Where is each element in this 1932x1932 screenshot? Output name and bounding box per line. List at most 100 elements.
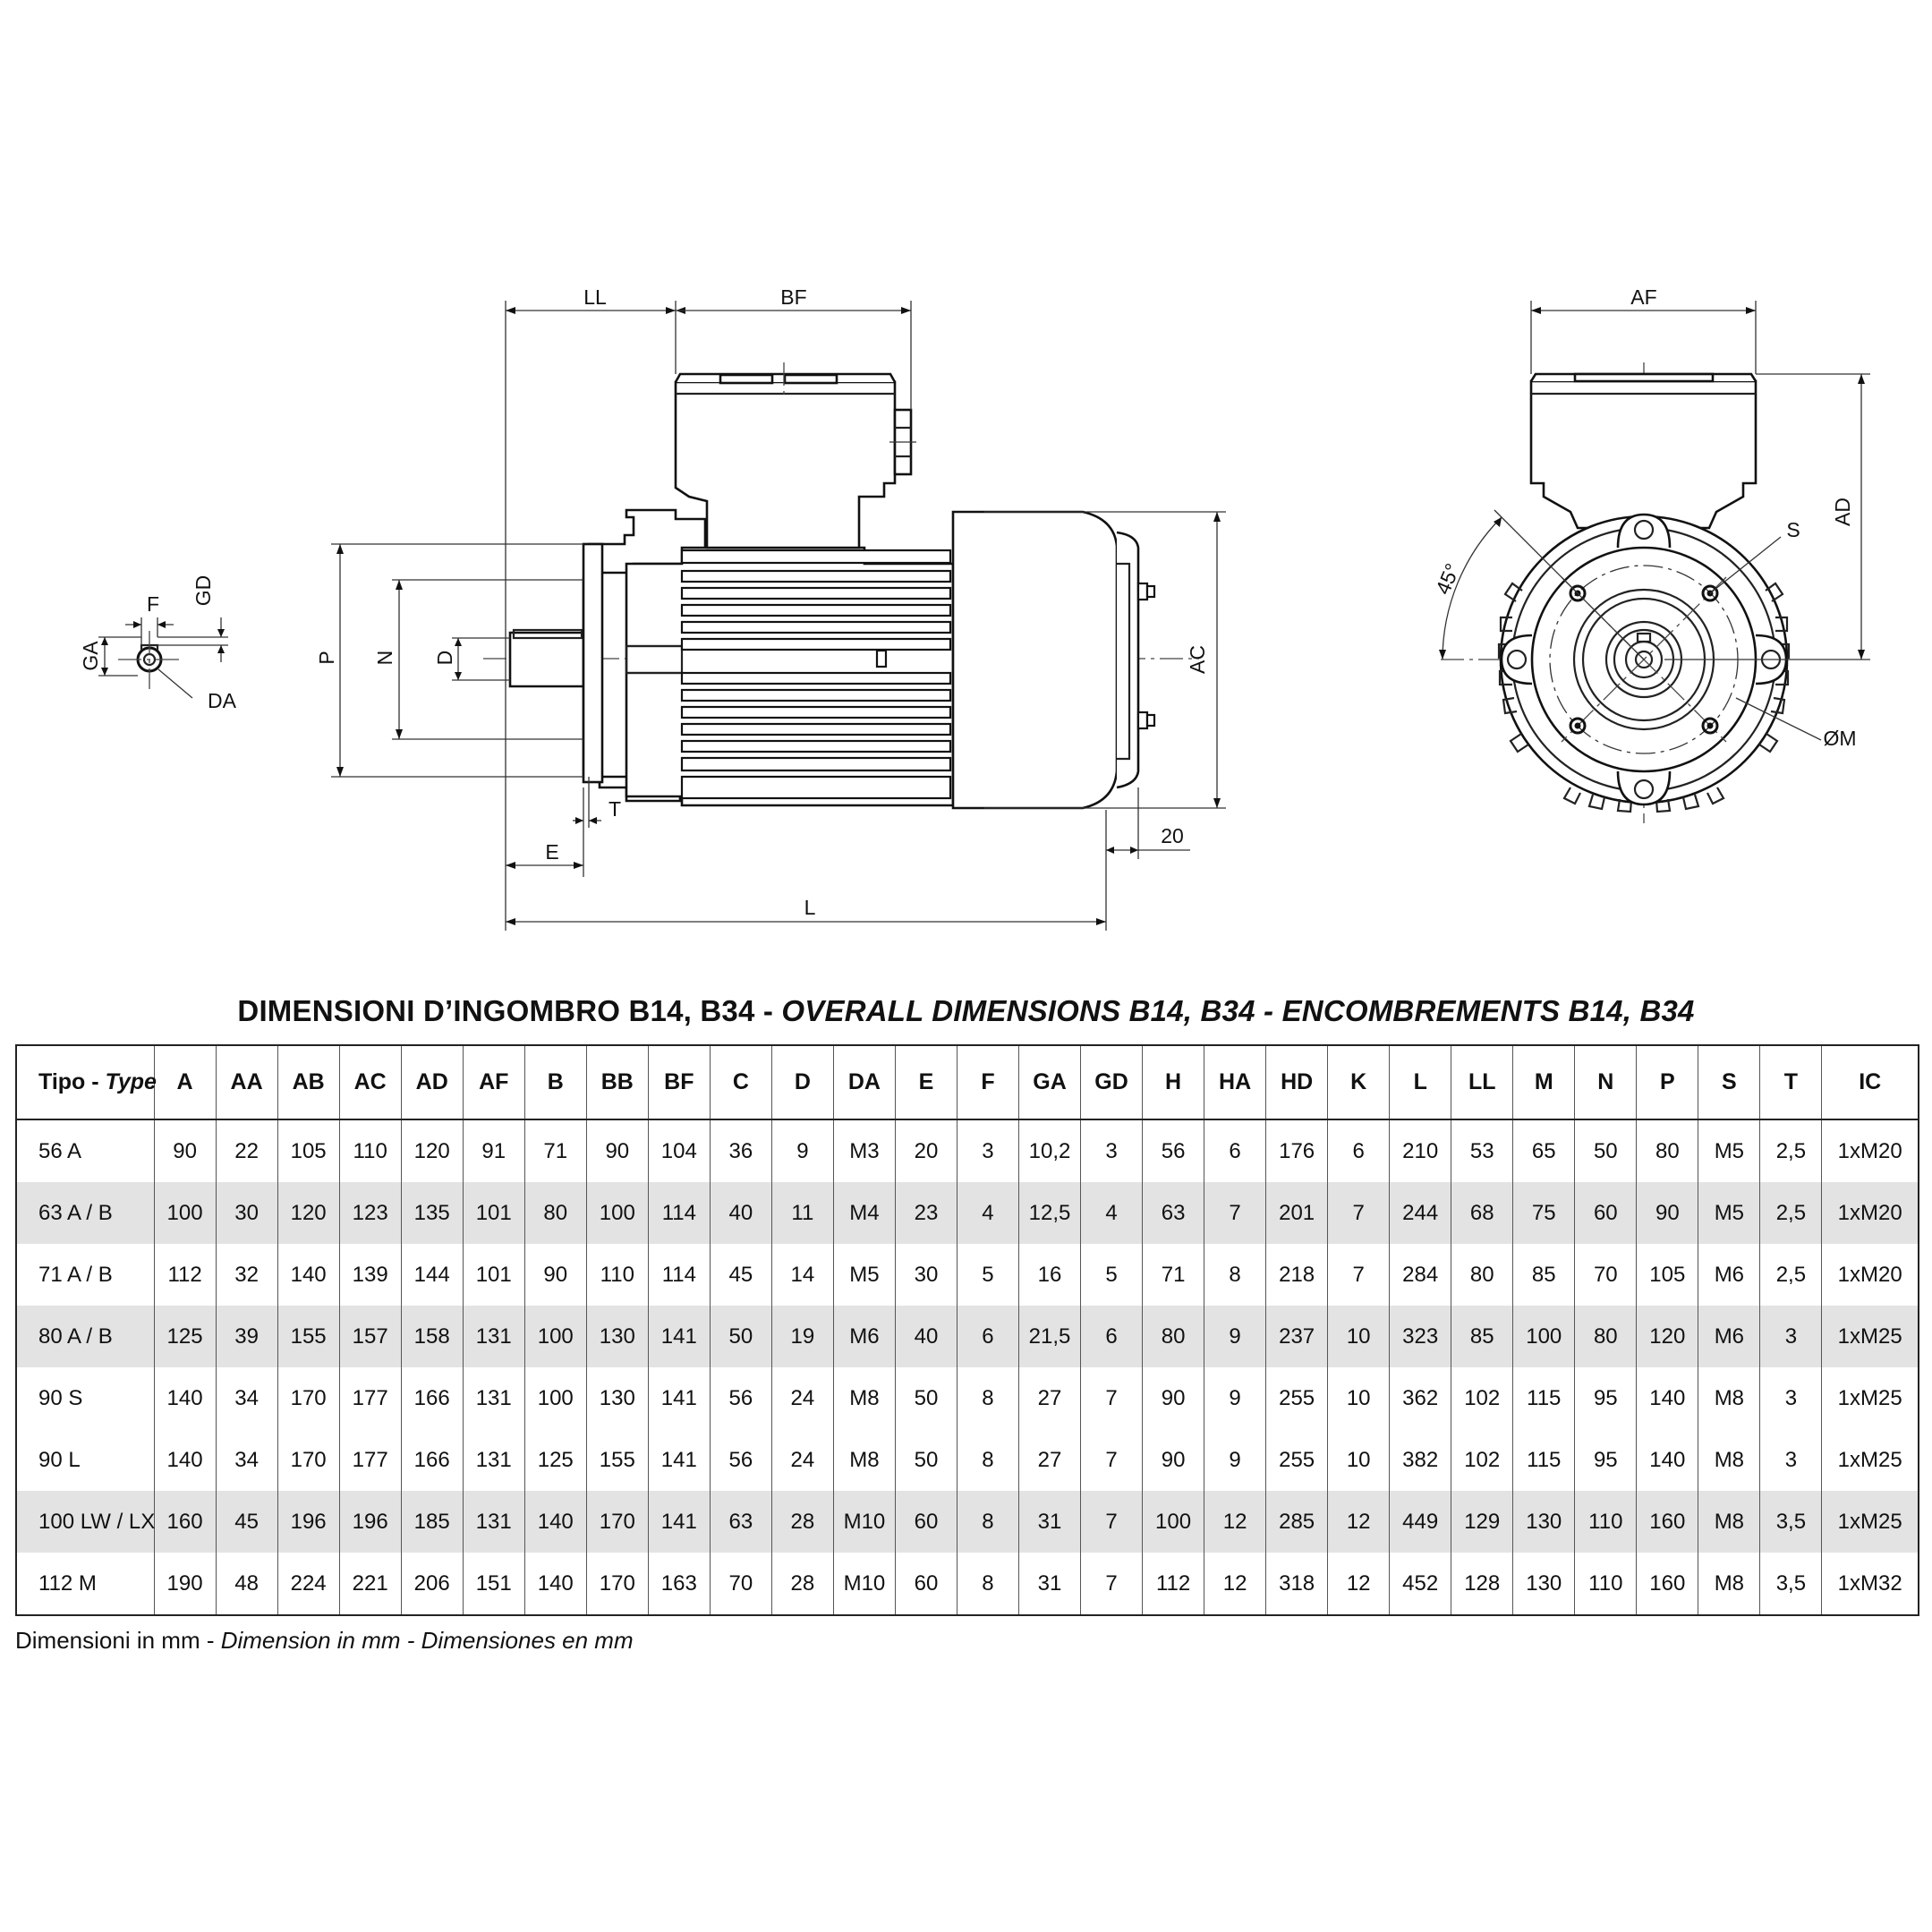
footnote-italian: Dimensioni in mm -: [15, 1627, 221, 1654]
cell-type: 80 A / B: [15, 1306, 155, 1367]
cell-h: 80: [1142, 1306, 1204, 1367]
cell-type: 90 S: [15, 1367, 155, 1429]
cell-e: 60: [894, 1553, 957, 1615]
cell-aa: 30: [215, 1182, 278, 1244]
cell-aa: 34: [215, 1429, 278, 1491]
cell-ab: 196: [277, 1491, 340, 1553]
cell-ac: 110: [338, 1119, 402, 1182]
cell-ll: 102: [1451, 1367, 1513, 1429]
cell-aa: 34: [215, 1367, 278, 1429]
cell-ac: 177: [338, 1367, 402, 1429]
header-aa: AA: [215, 1045, 278, 1120]
cell-af: 151: [462, 1553, 525, 1615]
cell-ga: 31: [1017, 1491, 1081, 1553]
cell-e: 50: [894, 1367, 957, 1429]
header-da: DA: [832, 1045, 896, 1120]
header-type: Tipo - Type: [15, 1045, 157, 1120]
cell-c: 45: [709, 1244, 772, 1306]
footnote-translations: Dimension in mm - Dimensiones en mm: [220, 1627, 634, 1654]
cell-ll: 129: [1451, 1491, 1513, 1553]
cell-ab: 224: [277, 1553, 340, 1615]
cell-ad: 166: [400, 1429, 464, 1491]
cell-p: 140: [1636, 1429, 1698, 1491]
cell-ac: 196: [338, 1491, 402, 1553]
cell-bb: 170: [585, 1491, 649, 1553]
label-n: N: [373, 651, 396, 666]
cell-ga: 27: [1017, 1429, 1081, 1491]
cell-t: 3,5: [1759, 1553, 1822, 1615]
cell-n: 70: [1574, 1244, 1637, 1306]
cell-l: 382: [1389, 1429, 1451, 1491]
cell-h: 90: [1142, 1367, 1204, 1429]
motor-side-view: LL BF L E T 20 AC: [315, 285, 1226, 931]
cell-gd: 7: [1080, 1553, 1143, 1615]
cell-a: 190: [153, 1553, 217, 1615]
header-n: N: [1574, 1045, 1637, 1120]
label-ga: GA: [79, 641, 102, 671]
cell-a: 160: [153, 1491, 217, 1553]
cell-t: 3: [1759, 1306, 1822, 1367]
cell-ac: 123: [338, 1182, 402, 1244]
cell-m: 85: [1512, 1244, 1575, 1306]
cell-ad: 158: [400, 1306, 464, 1367]
cell-ga: 12,5: [1017, 1182, 1081, 1244]
cell-ga: 31: [1017, 1553, 1081, 1615]
cell-aa: 39: [215, 1306, 278, 1367]
cell-da: M4: [832, 1182, 896, 1244]
cell-c: 56: [709, 1367, 772, 1429]
cell-d: 19: [770, 1306, 834, 1367]
cell-bf: 141: [647, 1367, 711, 1429]
cell-m: 65: [1512, 1119, 1575, 1182]
cell-da: M6: [832, 1306, 896, 1367]
cell-c: 36: [709, 1119, 772, 1182]
cell-bf: 141: [647, 1306, 711, 1367]
cell-n: 80: [1574, 1306, 1637, 1367]
label-t: T: [609, 797, 621, 821]
cell-b: 100: [523, 1306, 587, 1367]
label-da: DA: [208, 689, 237, 712]
cell-n: 50: [1574, 1119, 1637, 1182]
label-45-degrees: 45°: [1431, 560, 1465, 598]
cell-hd: 255: [1265, 1367, 1328, 1429]
cell-ac: 221: [338, 1553, 402, 1615]
cell-gd: 7: [1080, 1429, 1143, 1491]
cell-f: 6: [956, 1306, 1019, 1367]
cell-m: 130: [1512, 1491, 1575, 1553]
cell-s: M8: [1698, 1553, 1760, 1615]
cell-da: M3: [832, 1119, 896, 1182]
cell-af: 131: [462, 1367, 525, 1429]
cell-ll: 53: [1451, 1119, 1513, 1182]
header-k: K: [1327, 1045, 1390, 1120]
cell-d: 24: [770, 1429, 834, 1491]
cell-hd: 255: [1265, 1429, 1328, 1491]
cell-da: M10: [832, 1491, 896, 1553]
cell-af: 131: [462, 1491, 525, 1553]
cell-type: 71 A / B: [15, 1244, 155, 1306]
cell-f: 8: [956, 1367, 1019, 1429]
cell-gd: 3: [1080, 1119, 1143, 1182]
cell-e: 60: [894, 1491, 957, 1553]
cell-ic: 1xM20: [1821, 1244, 1919, 1306]
cell-hd: 318: [1265, 1553, 1328, 1615]
footnote: Dimensioni in mm - Dimension in mm - Dim…: [15, 1627, 634, 1655]
cell-ha: 9: [1204, 1429, 1266, 1491]
cell-f: 5: [956, 1244, 1019, 1306]
header-t: T: [1759, 1045, 1822, 1120]
cell-ad: 135: [400, 1182, 464, 1244]
cell-ic: 1xM25: [1821, 1306, 1919, 1367]
motor-front-view: AF AD 45° S ØM: [1431, 285, 1870, 823]
cell-ll: 128: [1451, 1553, 1513, 1615]
cell-c: 70: [709, 1553, 772, 1615]
cell-da: M8: [832, 1367, 896, 1429]
cell-t: 2,5: [1759, 1182, 1822, 1244]
cell-ga: 16: [1017, 1244, 1081, 1306]
cell-af: 101: [462, 1182, 525, 1244]
cell-af: 131: [462, 1306, 525, 1367]
cell-p: 160: [1636, 1491, 1698, 1553]
cell-b: 140: [523, 1553, 587, 1615]
